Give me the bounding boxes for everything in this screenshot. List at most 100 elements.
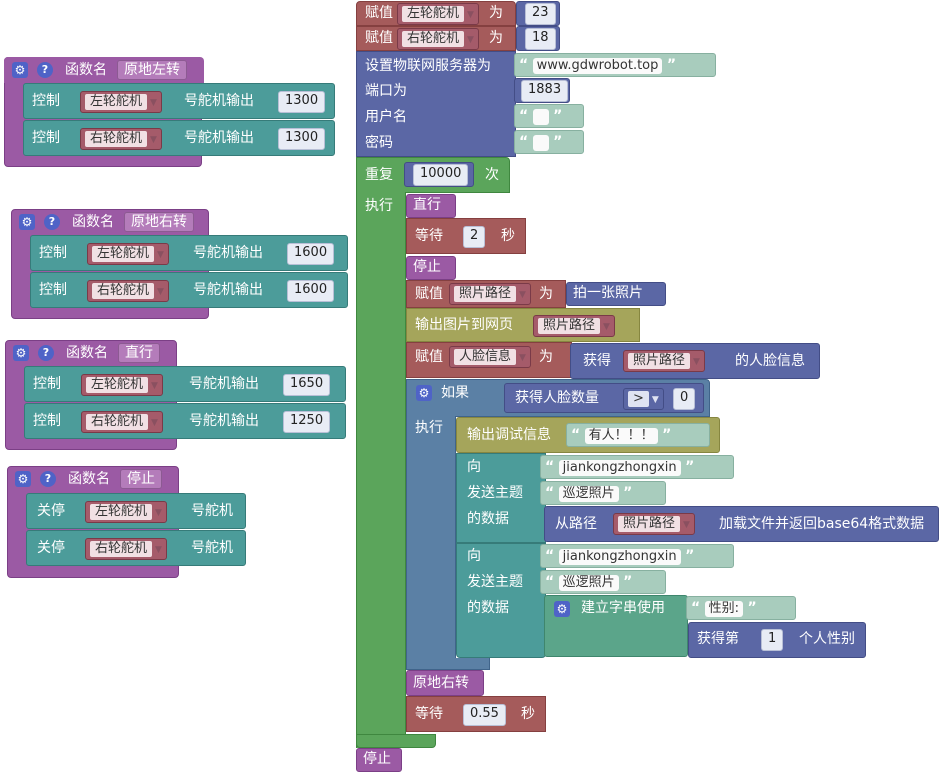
debug-message[interactable]: 有人！！！ bbox=[584, 428, 658, 444]
call-stop[interactable]: 停止 bbox=[406, 256, 456, 280]
servo-control-row[interactable]: 控制 左轮舵机▼ 号舵机输出 1300 bbox=[23, 83, 335, 119]
gear-icon[interactable]: ⚙ bbox=[15, 471, 31, 487]
topic-value[interactable]: 巡逻照片 bbox=[558, 486, 619, 502]
number-block[interactable]: 23 bbox=[516, 1, 560, 26]
function-block-2[interactable]: ⚙ ? 函数名 原地右转 控制 左轮舵机▼ 号舵机输出 1600 控制 右轮舵机… bbox=[11, 209, 348, 319]
servo-control-row[interactable]: 控制 左轮舵机▼ 号舵机输出 1650 bbox=[24, 366, 346, 402]
variable-dropdown[interactable]: 照片路径▼ bbox=[613, 513, 695, 535]
repeat-count-block[interactable]: 10000 bbox=[404, 162, 474, 187]
target-value[interactable]: jiankongzhongxin bbox=[558, 460, 681, 476]
username-value[interactable] bbox=[532, 109, 549, 125]
servo-control-row[interactable]: 控制 左轮舵机▼ 号舵机输出 1600 bbox=[30, 235, 348, 271]
motor-dropdown[interactable]: 右轮舵机▼ bbox=[87, 280, 169, 302]
assign-face-block[interactable]: 赋值 人脸信息▼ 为 bbox=[406, 342, 572, 378]
servo-value-input[interactable]: 1300 bbox=[278, 91, 326, 113]
port-value[interactable]: 1883 bbox=[521, 80, 569, 102]
password-string-block[interactable]: “ ” bbox=[514, 130, 584, 154]
motor-dropdown[interactable]: 右轮舵机▼ bbox=[85, 538, 167, 560]
seconds-label: 秒 bbox=[521, 706, 535, 722]
take-photo-block[interactable]: 拍一张照片 bbox=[566, 282, 666, 306]
function-name-field[interactable]: 停止 bbox=[120, 469, 162, 489]
call-stop-final[interactable]: 停止 bbox=[356, 748, 402, 772]
mqtt-send-block-1[interactable]: 向 发送主题 的数据 bbox=[456, 453, 546, 543]
servo-value-input[interactable]: 1600 bbox=[287, 280, 335, 302]
get-face-info-block[interactable]: 获得 照片路径▼ 的人脸信息 bbox=[570, 343, 820, 379]
mqtt-send-block-2[interactable]: 向 发送主题 的数据 bbox=[456, 543, 546, 658]
function-name-field[interactable]: 原地右转 bbox=[124, 212, 194, 232]
repeat-count-value[interactable]: 10000 bbox=[413, 164, 469, 186]
help-icon[interactable]: ? bbox=[37, 62, 53, 78]
assign-block-right-motor[interactable]: 赋值 右轮舵机▼ 为 bbox=[356, 26, 516, 51]
assign-photo-block[interactable]: 赋值 照片路径▼ 为 bbox=[406, 280, 566, 308]
assign-block-left-motor[interactable]: 赋值 左轮舵机▼ 为 bbox=[356, 1, 516, 26]
number-block[interactable]: 18 bbox=[516, 26, 560, 51]
motor-dropdown[interactable]: 右轮舵机▼ bbox=[81, 411, 163, 433]
servo-value-input[interactable]: 1250 bbox=[283, 411, 331, 433]
gear-icon[interactable]: ⚙ bbox=[554, 601, 570, 617]
gender-label-value[interactable]: 性别: bbox=[704, 601, 744, 617]
variable-dropdown[interactable]: 右轮舵机▼ bbox=[397, 28, 479, 50]
motor-dropdown[interactable]: 左轮舵机▼ bbox=[81, 374, 163, 396]
server-value[interactable]: www.gdwrobot.top bbox=[532, 58, 663, 74]
call-turn-right[interactable]: 原地右转 bbox=[406, 670, 484, 696]
target-string-block[interactable]: “ jiankongzhongxin ” bbox=[540, 544, 734, 568]
control-keyword: 控制 bbox=[33, 413, 61, 429]
number-value[interactable]: 23 bbox=[525, 3, 556, 25]
help-icon[interactable]: ? bbox=[40, 471, 56, 487]
wait-seconds-input[interactable]: 0.55 bbox=[463, 704, 506, 726]
call-go-straight[interactable]: 直行 bbox=[406, 194, 456, 218]
username-string-block[interactable]: “ ” bbox=[514, 104, 584, 128]
variable-dropdown[interactable]: 照片路径▼ bbox=[623, 350, 705, 372]
function-block-3[interactable]: ⚙ ? 函数名 直行 控制 左轮舵机▼ 号舵机输出 1650 控制 右轮舵机▼ … bbox=[5, 340, 346, 450]
operator-dropdown[interactable]: >▼ bbox=[623, 388, 664, 410]
motor-dropdown[interactable]: 右轮舵机▼ bbox=[80, 128, 162, 150]
gear-icon[interactable]: ⚙ bbox=[416, 385, 432, 401]
servo-control-row[interactable]: 控制 右轮舵机▼ 号舵机输出 1600 bbox=[30, 272, 348, 308]
motor-dropdown[interactable]: 左轮舵机▼ bbox=[80, 91, 162, 113]
get-nth-gender-block[interactable]: 获得第 1 个人性别 bbox=[688, 622, 866, 658]
variable-dropdown[interactable]: 照片路径▼ bbox=[533, 315, 615, 337]
iot-server-block[interactable]: 设置物联网服务器为 端口为 用户名 密码 bbox=[356, 51, 516, 157]
servo-value-input[interactable]: 1300 bbox=[278, 128, 326, 150]
variable-dropdown[interactable]: 人脸信息▼ bbox=[449, 346, 531, 368]
load-file-base64-block[interactable]: 从路径 照片路径▼ 加载文件并返回base64格式数据 bbox=[544, 506, 939, 542]
function-block-4[interactable]: ⚙ ? 函数名 停止 关停 左轮舵机▼ 号舵机 关停 右轮舵机▼ 号舵机 bbox=[7, 466, 246, 578]
help-icon[interactable]: ? bbox=[44, 214, 60, 230]
gear-icon[interactable]: ⚙ bbox=[12, 62, 28, 78]
face-count-compare[interactable]: 获得人脸数量 >▼ 0 bbox=[504, 383, 704, 413]
gear-icon[interactable]: ⚙ bbox=[19, 214, 35, 230]
servo-stop-row[interactable]: 关停 左轮舵机▼ 号舵机 bbox=[26, 493, 246, 529]
server-string-block[interactable]: “ www.gdwrobot.top ” bbox=[514, 53, 716, 77]
index-input[interactable]: 1 bbox=[761, 629, 784, 651]
wait-block-2[interactable]: 等待 0.55 秒 bbox=[406, 696, 546, 732]
help-icon[interactable]: ? bbox=[38, 345, 54, 361]
number-value[interactable]: 18 bbox=[525, 28, 556, 50]
servo-stop-row[interactable]: 关停 右轮舵机▼ 号舵机 bbox=[26, 530, 246, 566]
servo-control-row[interactable]: 控制 右轮舵机▼ 号舵机输出 1300 bbox=[23, 120, 335, 156]
variable-dropdown[interactable]: 照片路径▼ bbox=[449, 283, 531, 305]
servo-control-row[interactable]: 控制 右轮舵机▼ 号舵机输出 1250 bbox=[24, 403, 346, 439]
build-string-block[interactable]: ⚙ 建立字串使用 bbox=[544, 595, 688, 657]
topic-string-block[interactable]: “ 巡逻照片 ” bbox=[540, 481, 666, 505]
output-image-block[interactable]: 输出图片到网页 照片路径▼ bbox=[406, 308, 640, 342]
target-value[interactable]: jiankongzhongxin bbox=[558, 549, 681, 565]
gender-label-string-block[interactable]: “ 性别: ” bbox=[686, 596, 796, 620]
function-name-field[interactable]: 原地左转 bbox=[117, 60, 187, 80]
compare-value-input[interactable]: 0 bbox=[673, 388, 696, 410]
wait-block[interactable]: 等待 2 秒 bbox=[406, 218, 526, 254]
wait-seconds-input[interactable]: 2 bbox=[463, 226, 486, 248]
servo-value-input[interactable]: 1650 bbox=[283, 374, 331, 396]
port-number-block[interactable]: 1883 bbox=[514, 78, 570, 103]
motor-dropdown[interactable]: 左轮舵机▼ bbox=[87, 243, 169, 265]
motor-dropdown[interactable]: 左轮舵机▼ bbox=[85, 501, 167, 523]
password-value[interactable] bbox=[532, 135, 549, 151]
servo-value-input[interactable]: 1600 bbox=[287, 243, 335, 265]
topic-string-block[interactable]: “ 巡逻照片 ” bbox=[540, 570, 666, 594]
debug-string-block[interactable]: “ 有人！！！ ” bbox=[566, 423, 710, 447]
function-block-1[interactable]: ⚙ ? 函数名 原地左转 控制 左轮舵机▼ 号舵机输出 1300 控制 右轮舵机… bbox=[4, 57, 335, 167]
topic-value[interactable]: 巡逻照片 bbox=[558, 575, 619, 591]
gear-icon[interactable]: ⚙ bbox=[13, 345, 29, 361]
target-string-block[interactable]: “ jiankongzhongxin ” bbox=[540, 455, 734, 479]
function-name-field[interactable]: 直行 bbox=[118, 343, 160, 363]
variable-dropdown[interactable]: 左轮舵机▼ bbox=[397, 3, 479, 25]
